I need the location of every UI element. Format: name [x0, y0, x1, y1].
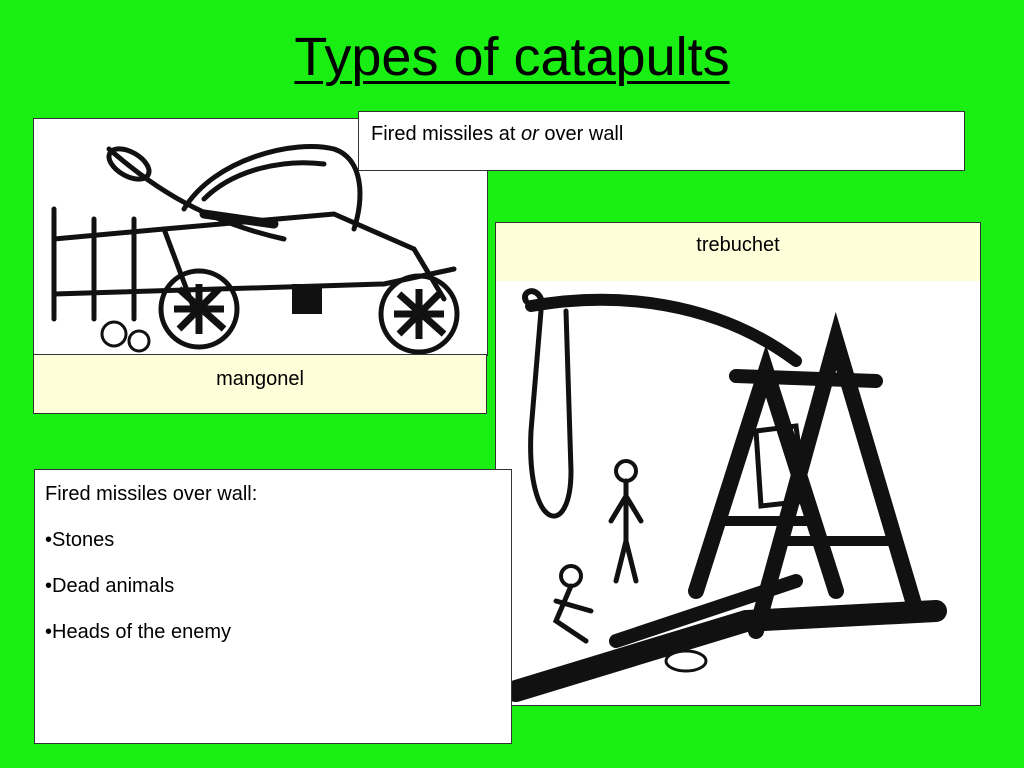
list-item: •Dead animals [45, 575, 175, 597]
mangonel-description-box: Fired missiles at or over wall [358, 111, 965, 171]
mangonel-drawing-icon [51, 144, 460, 355]
slide-title: Types of catapults [0, 30, 1024, 84]
trebuchet-caption-text: trebuchet [696, 234, 780, 256]
trebuchet-description-box: Fired missiles over wall: •Stones •Dead … [34, 469, 512, 744]
list-item: •Stones [45, 529, 115, 551]
mangonel-caption: mangonel [33, 354, 487, 414]
mangonel-description-emphasis: or [521, 123, 539, 145]
list-item: •Heads of the enemy [45, 621, 231, 643]
mangonel-description-suffix: over wall [544, 123, 624, 145]
mangonel-description-prefix: Fired missiles at [371, 123, 516, 145]
trebuchet-caption: trebuchet [495, 222, 981, 282]
trebuchet-description-heading: Fired missiles over wall: [45, 483, 258, 505]
trebuchet-drawing-icon [505, 288, 947, 702]
slide-title-text: Types of catapults [294, 27, 730, 87]
trebuchet-image [495, 281, 981, 706]
mangonel-caption-text: mangonel [216, 368, 304, 390]
